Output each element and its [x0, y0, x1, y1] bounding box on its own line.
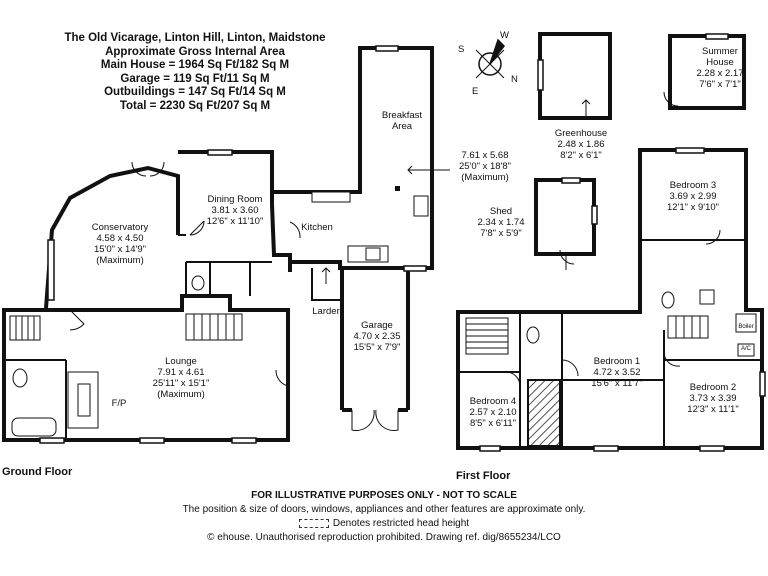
kitchen-dimensions-label: 7.61 x 5.68 25'0" x 18'8" (Maximum): [458, 150, 512, 183]
garage-wall: [340, 268, 410, 412]
compass-rose: [475, 38, 505, 79]
shed-label: Shed 2.34 x 1.74 7'8" x 5'9": [477, 206, 525, 239]
lounge-wall: [2, 294, 290, 442]
total-area: Total = 2230 Sq Ft/207 Sq M: [119, 99, 271, 112]
compass-s: S: [458, 44, 465, 55]
greenhouse-label: Greenhouse 2.48 x 1.86 8'2" x 6'1": [554, 128, 608, 161]
larder-label: Larder: [312, 306, 340, 317]
garage-label: Garage 4.70 x 2.35 15'5" x 7'9": [353, 320, 401, 353]
breakfast-area-wall: [272, 46, 434, 270]
kitchen-label: Kitchen: [301, 222, 333, 233]
conservatory-wall: [44, 165, 180, 309]
dashed-box-icon: [298, 518, 329, 528]
dining-room-label: Dining Room 3.81 x 3.60 12'6" x 11'10": [206, 194, 264, 227]
first-floor-label: First Floor: [456, 470, 511, 482]
conservatory-label: Conservatory 4.58 x 4.50 15'0" x 14'9" (…: [91, 222, 149, 266]
compass-w: W: [500, 30, 509, 41]
larder-wall: [311, 268, 342, 301]
bedroom-4-label: Bedroom 4 2.57 x 2.10 8'5" x 6'11": [469, 396, 517, 429]
disclaimer-title: FOR ILLUSTRATIVE PURPOSES ONLY - NOT TO …: [251, 490, 517, 501]
ac-label: A/C: [740, 346, 751, 352]
bath-partition: [4, 359, 67, 440]
disclaimer-note: The position & size of doors, windows, a…: [182, 504, 586, 515]
chimney-breast: [527, 379, 561, 447]
bedroom-1-label: Bedroom 1 4.72 x 3.52 15'6" x 11'7": [591, 356, 643, 389]
dining-room-wall: [178, 150, 292, 272]
compass-e: E: [472, 86, 479, 97]
outbuildings-area: Outbuildings = 147 Sq Ft/14 Sq M: [104, 86, 286, 98]
copyright-line: © ehouse. Unauthorised reproduction proh…: [207, 532, 561, 543]
ground-floor-label: Ground Floor: [2, 466, 73, 478]
summer-house-label: Summer House 2.28 x 2.17 7'6" x 7'1": [696, 46, 744, 90]
bedroom-3-label: Bedroom 3 3.69 x 2.99 12'1" x 9'10": [666, 180, 720, 213]
main-house-area: Main House = 1964 Sq Ft/182 Sq M: [100, 59, 290, 71]
first-floor-outer-wall: [456, 148, 764, 450]
landing-wall: [519, 312, 664, 381]
shed-wall: [534, 178, 596, 256]
lounge-label: Lounge 7.91 x 4.61 25'11" x 15'1" (Maxim…: [152, 356, 210, 400]
greenhouse-wall: [538, 32, 612, 120]
garage-area: Garage = 119 Sq Ft/11 Sq M: [120, 72, 270, 85]
restricted-height-legend: Denotes restricted head height: [0, 518, 768, 529]
fireplace-label: F/P: [111, 398, 127, 409]
bedroom-2-label: Bedroom 2 3.73 x 3.39 12'3" x 11'1": [687, 382, 739, 415]
boiler-label: Boiler: [738, 324, 754, 330]
compass-n: N: [511, 74, 518, 85]
hall-partitions: [185, 261, 272, 296]
property-address: The Old Vicarage, Linton Hill, Linton, M…: [64, 32, 326, 44]
breakfast-area-label: Breakfast Area: [381, 110, 423, 132]
property-header: The Old Vicarage, Linton Hill, Linton, M…: [30, 32, 360, 113]
area-subtitle: Approximate Gross Internal Area: [105, 45, 285, 58]
